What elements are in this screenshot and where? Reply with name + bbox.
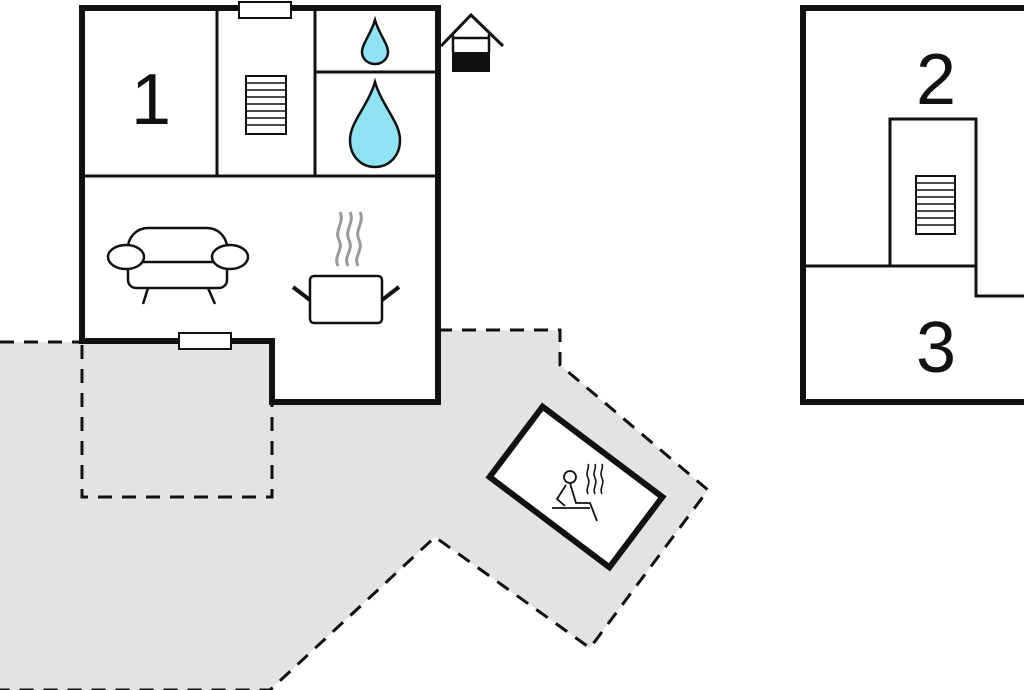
staircase-icon-upper	[915, 175, 956, 235]
staircase-icon	[245, 75, 287, 135]
water-drop-small-icon	[360, 15, 390, 66]
well-icon	[439, 12, 505, 72]
window-bottom	[178, 332, 232, 350]
window-top	[238, 1, 292, 19]
hot-tub-icon	[485, 402, 667, 572]
room-1-label: 1	[131, 60, 171, 140]
cooking-pot-icon	[291, 211, 401, 325]
sofa-icon	[106, 226, 250, 305]
upper-floor-building	[800, 5, 1024, 405]
room-2-label: 2	[916, 40, 956, 120]
water-drop-large-icon	[348, 77, 402, 169]
room-3-label: 3	[916, 308, 956, 388]
stair-well	[888, 117, 978, 268]
